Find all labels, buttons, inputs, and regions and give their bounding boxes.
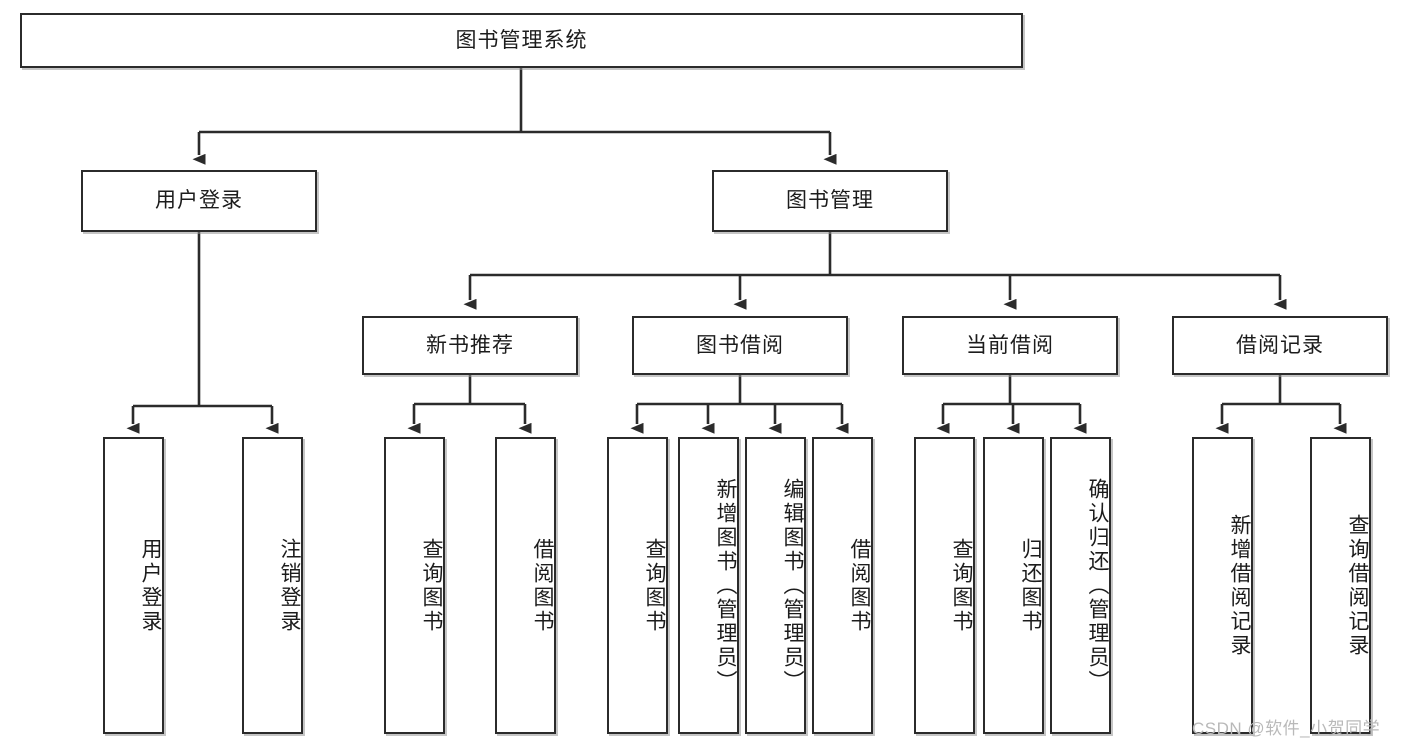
node-leaf-return-book-label: 归还图书 — [1019, 537, 1042, 634]
node-borrow-record-label: 借阅记录 — [1236, 333, 1324, 357]
node-user-login[interactable]: 用户登录 — [81, 170, 317, 232]
node-leaf-logout[interactable]: 注销登录 — [242, 437, 303, 734]
node-leaf-query-book-3-label: 查询图书 — [950, 537, 973, 634]
node-book-borrow[interactable]: 图书借阅 — [632, 316, 848, 375]
node-leaf-user-login-label: 用户登录 — [139, 537, 162, 634]
node-current-borrow-label: 当前借阅 — [966, 333, 1054, 357]
node-leaf-query-book-3[interactable]: 查询图书 — [914, 437, 975, 734]
node-book-borrow-label: 图书借阅 — [696, 333, 784, 357]
node-root-label: 图书管理系统 — [455, 28, 588, 52]
node-leaf-logout-label: 注销登录 — [278, 537, 301, 634]
node-leaf-confirm-return[interactable]: 确认归还（管理员） — [1050, 437, 1111, 734]
node-leaf-add-record[interactable]: 新增借阅记录 — [1192, 437, 1253, 734]
node-leaf-borrow-book-1[interactable]: 借阅图书 — [495, 437, 556, 734]
node-leaf-edit-book-label: 编辑图书（管理员） — [781, 477, 804, 694]
node-leaf-query-book-1-label: 查询图书 — [420, 537, 443, 634]
node-new-book-recommend-label: 新书推荐 — [426, 333, 514, 357]
node-new-book-recommend[interactable]: 新书推荐 — [362, 316, 578, 375]
node-leaf-borrow-book-2[interactable]: 借阅图书 — [812, 437, 873, 734]
node-user-login-label: 用户登录 — [155, 189, 243, 213]
node-leaf-query-book-2[interactable]: 查询图书 — [607, 437, 668, 734]
node-leaf-query-record[interactable]: 查询借阅记录 — [1310, 437, 1371, 734]
node-leaf-confirm-return-label: 确认归还（管理员） — [1086, 477, 1109, 694]
node-leaf-query-record-label: 查询借阅记录 — [1346, 513, 1369, 658]
node-leaf-query-book-2-label: 查询图书 — [643, 537, 666, 634]
node-leaf-query-book-1[interactable]: 查询图书 — [384, 437, 445, 734]
node-borrow-record[interactable]: 借阅记录 — [1172, 316, 1388, 375]
node-book-management[interactable]: 图书管理 — [712, 170, 948, 232]
node-leaf-add-book-label: 新增图书（管理员） — [714, 477, 737, 694]
node-leaf-borrow-book-2-label: 借阅图书 — [848, 537, 871, 634]
node-leaf-edit-book[interactable]: 编辑图书（管理员） — [745, 437, 806, 734]
node-current-borrow[interactable]: 当前借阅 — [902, 316, 1118, 375]
node-leaf-user-login[interactable]: 用户登录 — [103, 437, 164, 734]
node-leaf-add-record-label: 新增借阅记录 — [1228, 513, 1251, 658]
node-book-management-label: 图书管理 — [786, 189, 874, 213]
node-leaf-return-book[interactable]: 归还图书 — [983, 437, 1044, 734]
node-leaf-add-book[interactable]: 新增图书（管理员） — [678, 437, 739, 734]
node-leaf-borrow-book-1-label: 借阅图书 — [531, 537, 554, 634]
node-root[interactable]: 图书管理系统 — [20, 13, 1023, 68]
csdn-watermark: CSDN @软件_小贺同学 — [1192, 719, 1381, 738]
